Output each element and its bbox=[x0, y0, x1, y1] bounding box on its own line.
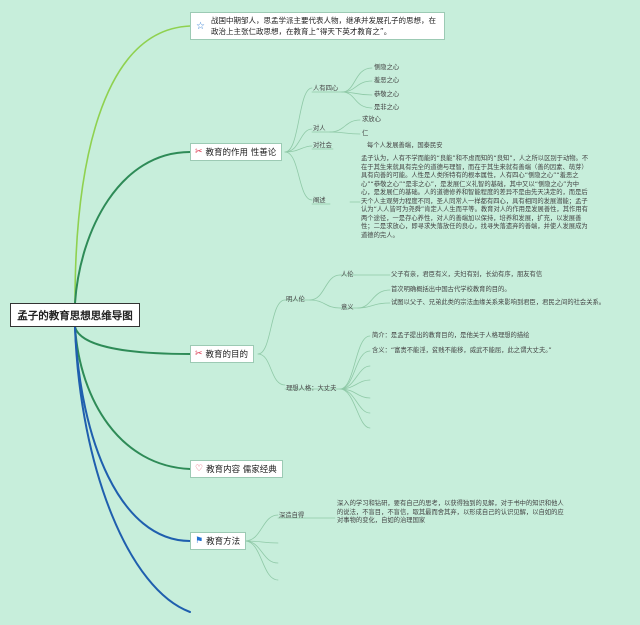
branch-label: 教育内容 儒家经典 bbox=[206, 465, 277, 475]
four-hearts-label[interactable]: 人有四心 bbox=[313, 85, 339, 92]
to-society-text[interactable]: 每个人发展善端，国泰民安 bbox=[367, 142, 443, 149]
tools-icon: ✂ bbox=[195, 348, 203, 359]
elaboration-label[interactable]: 阐述 bbox=[313, 197, 326, 204]
to-people-label[interactable]: 对人 bbox=[313, 125, 326, 132]
four-hearts-item[interactable]: 是非之心 bbox=[374, 104, 400, 111]
four-hearts-item[interactable]: 恻隐之心 bbox=[374, 64, 400, 71]
to-society-label[interactable]: 对社会 bbox=[313, 142, 332, 149]
ideal-personality-label[interactable]: 理想人格：大丈夫 bbox=[286, 385, 337, 392]
branch-label: 教育的目的 bbox=[205, 350, 249, 360]
four-hearts-item[interactable]: 羞恶之心 bbox=[374, 77, 400, 84]
root-label: 孟子的教育思想思维导图 bbox=[17, 309, 133, 322]
elaboration-text[interactable]: 孟子认为，人有不学而能的“良能”和不虑而知的“良知”，人之所以区别于动物。不在于… bbox=[361, 155, 589, 239]
flag-icon: ⚑ bbox=[195, 535, 204, 546]
ideal-meaning[interactable]: 含义：“富贵不能淫，贫贱不能移，威武不能屈，此之谓大丈夫。” bbox=[372, 347, 552, 354]
human-relations-label[interactable]: 明人伦 bbox=[286, 296, 305, 303]
branch-education-content[interactable]: ♡ 教育内容 儒家经典 bbox=[190, 460, 283, 478]
ideal-intro[interactable]: 简介：是孟子提出的教育目的，是他关于人格理想的描绘 bbox=[372, 332, 530, 339]
to-people-item[interactable]: 仁 bbox=[362, 130, 369, 137]
four-hearts-item[interactable]: 恭敬之心 bbox=[374, 91, 400, 98]
meaning-label[interactable]: 意义 bbox=[341, 304, 354, 311]
meaning-item[interactable]: 首次明确概括出中国古代学校教育的目的。 bbox=[391, 286, 511, 293]
root-node[interactable]: 孟子的教育思想思维导图 bbox=[10, 303, 140, 327]
tools-icon: ✂ bbox=[195, 146, 203, 157]
star-outline-icon: ☆ bbox=[196, 21, 205, 32]
self-learning-text[interactable]: 深入的学习和钻研，要有自己的思考，以获得独到的见解，对于书中的知识和他人的说法，… bbox=[337, 500, 564, 524]
top-note-text: 战国中期邹人，思孟学派主要代表人物，继承并发展孔子的思想，在政治上主张仁政思想，… bbox=[211, 16, 436, 36]
meaning-item[interactable]: 试图以父子、兄弟此类的宗法血缘关系来影响到君臣，君民之间的社会关系。 bbox=[391, 299, 606, 306]
to-people-item[interactable]: 求放心 bbox=[362, 116, 381, 123]
branch-education-role[interactable]: ✂ 教育的作用 性善论 bbox=[190, 143, 283, 161]
top-note-node[interactable]: ☆ 战国中期邹人，思孟学派主要代表人物，继承并发展孔子的思想，在政治上主张仁政思… bbox=[190, 12, 445, 40]
self-learning-label[interactable]: 深造自得 bbox=[279, 512, 305, 519]
branch-label: 教育的作用 性善论 bbox=[205, 148, 277, 158]
heart-outline-icon: ♡ bbox=[195, 463, 204, 474]
ethics-label[interactable]: 人伦 bbox=[341, 271, 354, 278]
branch-label: 教育方法 bbox=[206, 537, 241, 547]
branch-education-method[interactable]: ⚑ 教育方法 bbox=[190, 532, 247, 550]
ethics-text[interactable]: 父子有亲，君臣有义，夫妇有别，长幼有序，朋友有信 bbox=[391, 271, 543, 278]
branch-education-purpose[interactable]: ✂ 教育的目的 bbox=[190, 345, 255, 363]
